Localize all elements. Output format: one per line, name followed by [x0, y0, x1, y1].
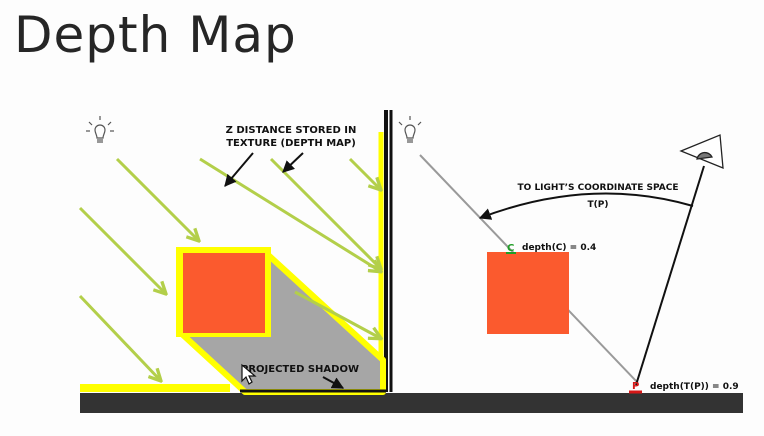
- annotation-arrow-1: [224, 152, 254, 187]
- slide-title: Depth Map: [14, 6, 297, 64]
- annotation-arrow-2: [282, 152, 304, 173]
- shadow-label: PROJECTED SHADOW: [241, 364, 359, 375]
- transform-arc: [478, 192, 694, 220]
- point-c-label: C: [507, 243, 514, 254]
- eye-camera-icon: [679, 134, 724, 170]
- point-p-label: P: [632, 381, 639, 392]
- transform-label-2: T(P): [588, 200, 609, 210]
- transform-label-1: TO LIGHT’S COORDINATE SPACE: [518, 183, 679, 193]
- floor-highlight: [80, 384, 230, 392]
- camera-view-line: [635, 165, 705, 386]
- depth-c-label: depth(C) = 0.4: [522, 243, 596, 253]
- mouse-cursor-icon: [241, 363, 257, 385]
- ground: [80, 393, 743, 413]
- annotation-line-2: TEXTURE (DEPTH MAP): [226, 138, 356, 149]
- depth-p-label: depth(T(P)) = 0.9: [650, 382, 739, 392]
- occluder-box: [183, 253, 265, 333]
- shadow-label-arrow: [322, 376, 345, 389]
- occluder-box-right: [487, 252, 569, 334]
- light-bulb-icon: [86, 116, 114, 143]
- light-bulb-icon: [398, 116, 422, 143]
- annotation-line-1: Z DISTANCE STORED IN: [226, 125, 357, 136]
